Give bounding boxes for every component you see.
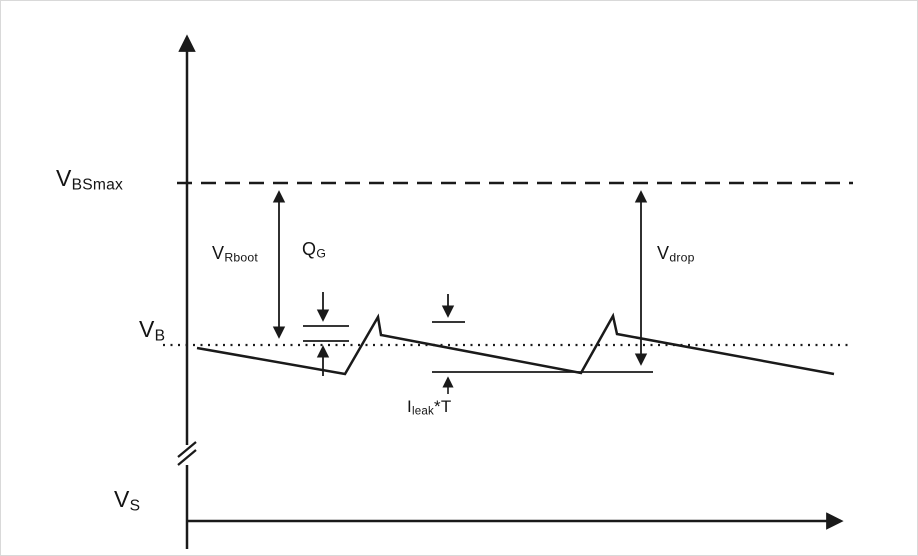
vbsmax-label-sub: BSmax (71, 176, 124, 194)
axis-break-mask (177, 445, 197, 465)
qg-label-sub: G (316, 246, 327, 261)
vdrop-label: Vdrop (657, 244, 695, 264)
ileak-label: Ileak*T (407, 398, 452, 418)
bootstrap-voltage-waveform (196, 312, 835, 376)
vs-label-sub: S (129, 497, 141, 515)
vb-label-sub: B (154, 327, 166, 345)
vb-label-main: V (139, 316, 155, 342)
vbsmax-label-main: V (56, 165, 72, 191)
ileak-label-main: I (407, 397, 413, 416)
vb-label: VB (139, 318, 165, 344)
ileak-label-suffix: *T (434, 397, 452, 416)
qg-label: QG (302, 240, 326, 260)
ileak-label-sub: leak (412, 405, 435, 418)
vdrop-label-sub: drop (669, 250, 695, 265)
vrboot-label: VRboot (212, 244, 258, 264)
vs-label: VS (114, 488, 140, 514)
qg-label-main: Q (302, 239, 317, 259)
axis-break-slash-2 (177, 441, 197, 458)
vrboot-label-main: V (212, 243, 225, 263)
axis-break-slash-1 (177, 449, 197, 466)
vbsmax-label: VBSmax (56, 167, 123, 193)
vs-label-main: V (114, 486, 130, 512)
vdrop-label-main: V (657, 243, 670, 263)
vrboot-label-sub: Rboot (224, 250, 258, 265)
